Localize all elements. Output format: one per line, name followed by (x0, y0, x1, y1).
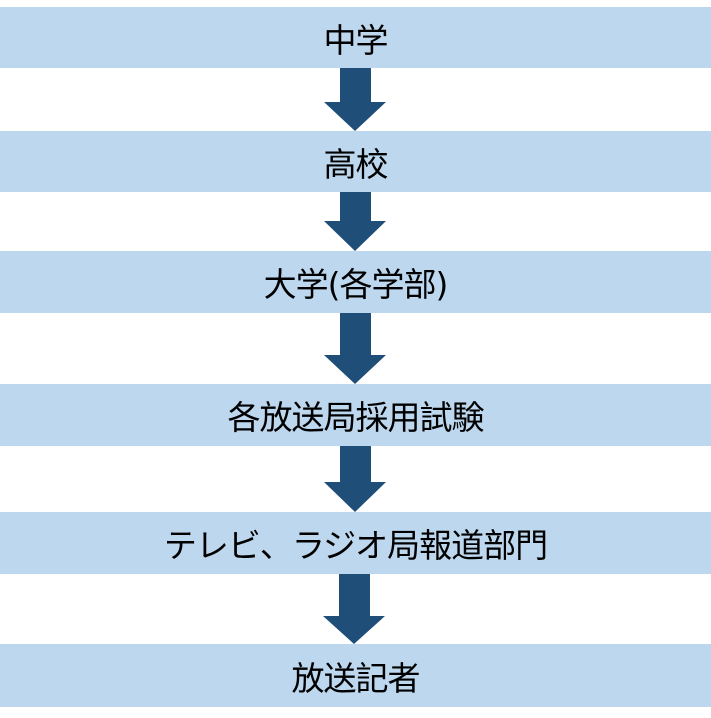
down-arrow-icon (324, 68, 386, 131)
step-label: 放送記者 (291, 658, 421, 698)
down-arrow-icon (324, 313, 386, 384)
step-box-university: 大学(各学部) (0, 251, 711, 313)
step-box-news-department: テレビ、ラジオ局報道部門 (0, 512, 711, 574)
down-arrow-icon (324, 446, 386, 512)
step-label: 中学 (323, 20, 389, 60)
step-label: 高校 (323, 144, 389, 184)
step-label: テレビ、ラジオ局報道部門 (163, 526, 548, 565)
step-box-broadcaster-exam: 各放送局採用試験 (0, 384, 711, 446)
down-arrow-icon (324, 192, 386, 251)
step-label: 大学(各学部) (263, 265, 449, 304)
step-box-broadcast-reporter: 放送記者 (0, 644, 711, 707)
step-label: 各放送局採用試験 (227, 398, 485, 437)
step-box-high-school: 高校 (0, 131, 711, 192)
down-arrow-icon (323, 574, 385, 644)
step-box-junior-high: 中学 (0, 7, 711, 68)
